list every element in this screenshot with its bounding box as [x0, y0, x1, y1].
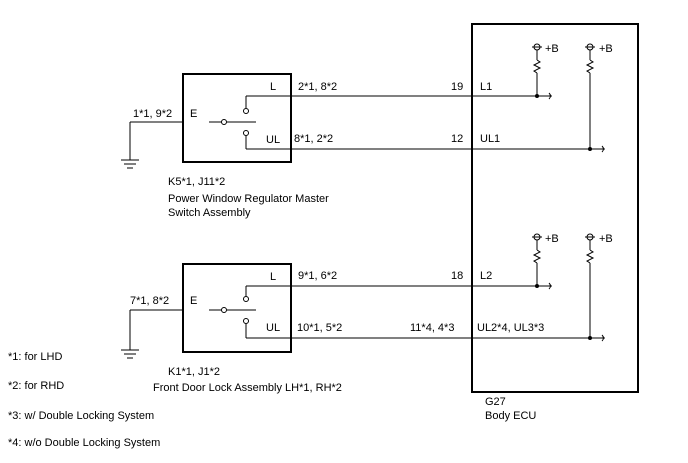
switch1-wire-ul-label: 8*1, 2*2: [294, 133, 333, 145]
switch1-ground-symbol: [121, 121, 183, 169]
master-switch-contacts: [209, 95, 291, 150]
footnote-1: *1: for LHD: [8, 351, 62, 363]
switch2-pin-l: L: [270, 271, 276, 283]
ecu-circuit-ul2: [472, 233, 605, 342]
ecu-code: G27: [485, 396, 506, 408]
door-lock-box: [182, 263, 292, 353]
ecu-pin-12: 12: [451, 133, 463, 145]
footnote-3: *3: w/ Double Locking System: [8, 410, 154, 422]
ecu-supply-3: +B: [545, 233, 559, 245]
switch1-wire-e-label: 1*1, 9*2: [133, 108, 172, 120]
switch1-pin-l: L: [270, 81, 276, 93]
switch2-wire-ul-label: 10*1, 5*2: [297, 322, 342, 334]
switch1-pin-e: E: [190, 108, 197, 120]
ecu-supply-2: +B: [599, 43, 613, 55]
switch1-name-line1: Power Window Regulator Master: [168, 193, 329, 205]
switch1-name-line2: Switch Assembly: [168, 207, 251, 219]
footnote-4: *4: w/o Double Locking System: [8, 437, 160, 449]
ecu-circuit-ul1: [472, 43, 605, 153]
door-lock-contacts: [209, 285, 291, 339]
switch2-wire-e-label: 7*1, 8*2: [130, 295, 169, 307]
switch1-pin-ul: UL: [266, 134, 280, 146]
ecu-name: Body ECU: [485, 410, 536, 422]
switch2-name-line1: Front Door Lock Assembly LH*1, RH*2: [153, 382, 342, 394]
ecu-supply-1: +B: [545, 43, 559, 55]
ecu-circuit-l2: [472, 233, 552, 290]
switch2-ground-symbol: [121, 309, 183, 359]
switch2-pin-e: E: [190, 295, 197, 307]
ecu-pin-11: 11*4, 4*3: [410, 322, 454, 334]
ecu-label-l2: L2: [480, 270, 492, 282]
switch1-wire-l-label: 2*1, 8*2: [298, 81, 337, 93]
ecu-pin-19: 19: [451, 81, 463, 93]
footnote-2: *2: for RHD: [8, 380, 64, 392]
switch2-code: K1*1, J1*2: [168, 366, 220, 378]
ecu-pin-18: 18: [451, 270, 463, 282]
switch2-pin-ul: UL: [266, 322, 280, 334]
ecu-label-ul2: UL2*4, UL3*3: [477, 322, 544, 334]
ecu-label-ul1: UL1: [480, 133, 500, 145]
master-switch-box: [182, 73, 292, 163]
ecu-circuit-l1: [472, 43, 552, 100]
switch2-wire-l-label: 9*1, 6*2: [298, 270, 337, 282]
ecu-label-l1: L1: [480, 81, 492, 93]
ecu-supply-4: +B: [599, 233, 613, 245]
body-ecu-box: [471, 23, 639, 393]
switch1-code: K5*1, J11*2: [168, 176, 225, 188]
